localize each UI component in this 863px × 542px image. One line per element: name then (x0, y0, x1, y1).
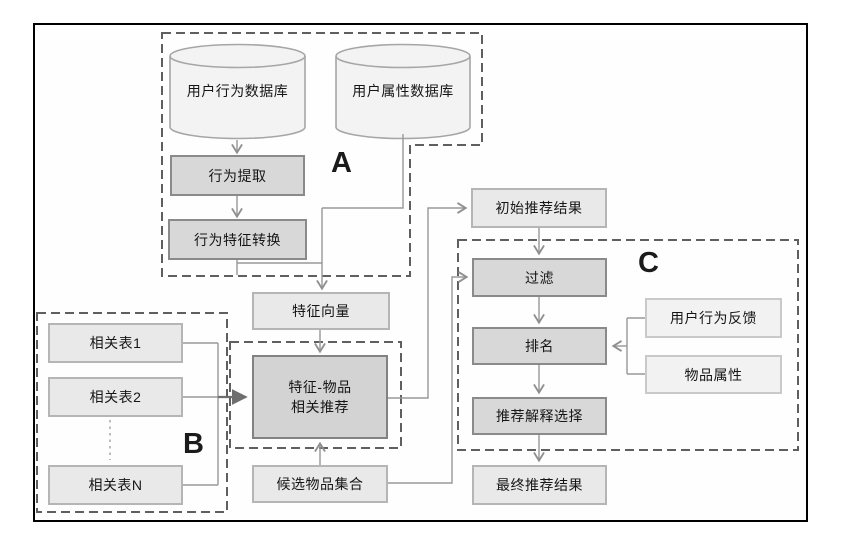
arrow-featureitem-to-initial (388, 202, 468, 399)
node-user-attribute-db: 用户属性数据库 (352, 83, 454, 99)
feature-item-line1: 特征-物品 (288, 379, 352, 395)
line-feedback-bracket (626, 317, 645, 375)
node-user-behavior-feedback: 用户行为反馈 (645, 298, 782, 338)
node-user-behavior-db: 用户行为数据库 (186, 83, 289, 99)
user-behavior-db-cylinder (169, 43, 306, 140)
user-attribute-db-cylinder (335, 43, 471, 140)
node-filter: 过滤 (472, 258, 607, 297)
arrow-candidate-to-filter (388, 271, 469, 484)
node-ranking: 排名 (472, 327, 607, 365)
node-final-results: 最终推荐结果 (472, 465, 607, 505)
group-c-outline (457, 239, 799, 451)
node-behavior-extraction: 行为提取 (170, 155, 305, 196)
group-a-outline (161, 32, 483, 277)
connectors (183, 134, 645, 486)
node-candidate-item-set: 候选物品集合 (252, 465, 388, 503)
node-item-attributes: 物品属性 (645, 355, 782, 394)
node-feature-vector: 特征向量 (252, 292, 390, 330)
feature-item-outline (229, 341, 402, 449)
node-behavior-feature-conversion: 行为特征转换 (168, 219, 307, 260)
group-a-label: A (331, 147, 352, 179)
node-related-table-2: 相关表2 (48, 377, 183, 417)
node-explanation-selection: 推荐解释选择 (472, 397, 607, 435)
group-c-label: C (638, 247, 659, 279)
group-b-outline (36, 312, 228, 513)
line-db2-down (322, 134, 404, 209)
line-related-table-bus (183, 342, 219, 486)
node-related-table-1: 相关表1 (48, 323, 183, 363)
node-feature-item-recommendation: 特征-物品 相关推荐 (252, 355, 388, 439)
node-initial-results: 初始推荐结果 (471, 188, 607, 228)
node-related-table-n: 相关表N (48, 465, 183, 505)
feature-item-line2: 相关推荐 (291, 399, 349, 415)
group-b-label: B (183, 428, 204, 460)
